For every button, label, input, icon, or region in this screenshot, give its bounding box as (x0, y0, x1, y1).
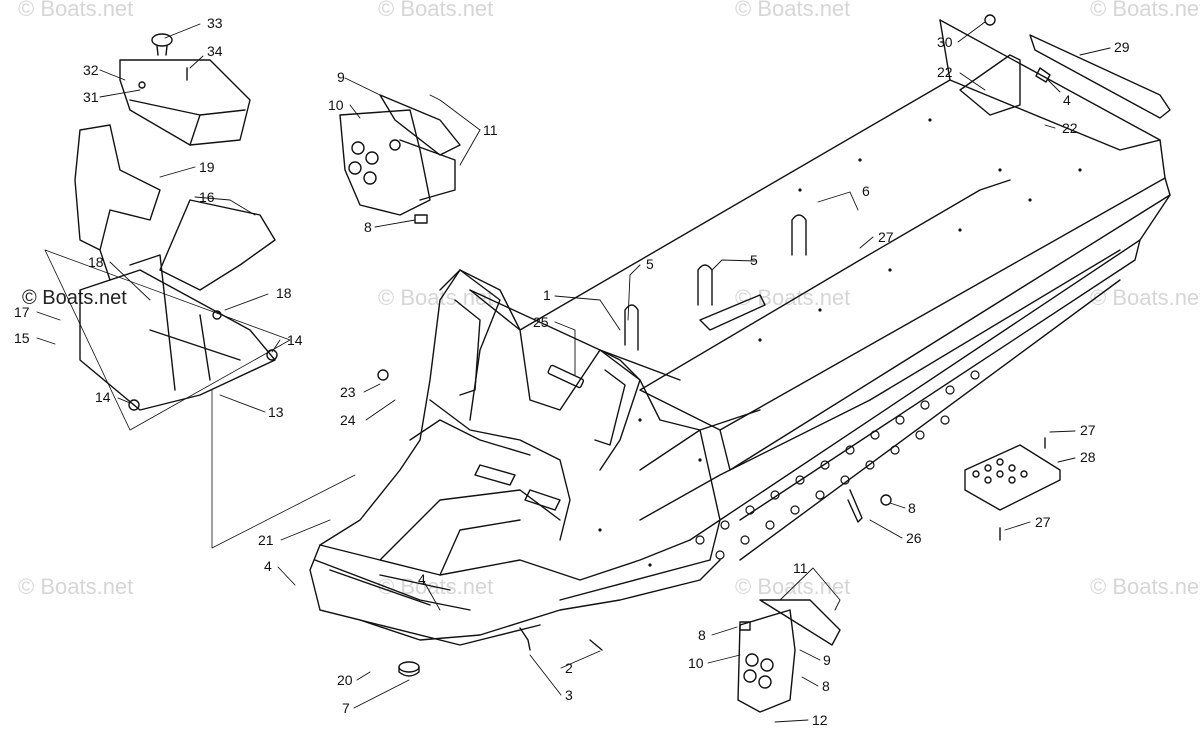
part-label: 23 (340, 384, 356, 400)
part-label: 9 (823, 652, 831, 668)
part-label: 30 (937, 34, 953, 50)
part-label: 8 (822, 678, 830, 694)
part-label: 14 (287, 332, 303, 348)
part-label: 25 (533, 314, 549, 330)
part-label: 33 (207, 15, 223, 31)
footrest-plate (964, 444, 1061, 511)
part-label: 22 (937, 64, 953, 80)
upper-heat-shield (339, 94, 461, 224)
part-label: 4 (264, 558, 272, 574)
part-label: 12 (812, 712, 828, 728)
lower-heat-shield (737, 599, 841, 713)
part-labels: 33 34 32 31 19 16 18 18 17 15 14 14 13 9… (14, 15, 1130, 728)
part-label: 18 (276, 285, 292, 301)
leader-lines (36, 21, 1111, 723)
u-bolts (624, 214, 807, 351)
part-label: 27 (878, 229, 894, 245)
part-label: 22 (1062, 120, 1078, 136)
part-label: 13 (268, 404, 284, 420)
part-label: 19 (199, 159, 215, 175)
part-label: 16 (199, 189, 215, 205)
part-label: 9 (337, 69, 345, 85)
part-label: 27 (1080, 422, 1096, 438)
steering-support (74, 124, 276, 291)
part-label: 8 (908, 500, 916, 516)
part-label: 17 (14, 304, 30, 320)
part-label: 32 (83, 62, 99, 78)
chassis-tunnel (309, 19, 1171, 646)
part-label: 4 (1063, 92, 1071, 108)
footrest-holes (695, 370, 980, 560)
part-label: 11 (793, 560, 808, 576)
hardware-pieces (128, 310, 1046, 677)
part-label: 18 (88, 254, 104, 270)
part-label: 5 (750, 252, 758, 268)
part-label: 34 (207, 43, 223, 59)
part-label: 11 (483, 122, 498, 138)
part-label: 4 (418, 571, 426, 587)
rear-bumper (959, 14, 1171, 119)
part-label: 29 (1114, 39, 1130, 55)
part-label: 3 (565, 687, 573, 703)
part-label: 8 (698, 627, 706, 643)
steering-post-cover (119, 33, 251, 146)
part-label: 8 (364, 219, 372, 235)
part-label: 26 (906, 530, 922, 546)
part-label: 2 (565, 660, 573, 676)
part-label: 10 (328, 97, 344, 113)
part-label: 14 (95, 389, 111, 405)
part-label: 10 (688, 655, 704, 671)
part-label: 27 (1035, 514, 1051, 530)
part-label: 20 (337, 672, 353, 688)
part-label: 31 (83, 89, 99, 105)
part-label: 24 (340, 412, 356, 428)
part-label: 28 (1080, 449, 1096, 465)
part-label: 15 (14, 330, 30, 346)
deck-rivets (598, 118, 1082, 567)
front-bracket (44, 249, 356, 549)
part-label: 21 (258, 532, 274, 548)
part-label: 1 (543, 287, 551, 303)
part-label: 7 (342, 700, 350, 716)
part-label: 5 (646, 256, 654, 272)
part-label: 6 (862, 183, 870, 199)
